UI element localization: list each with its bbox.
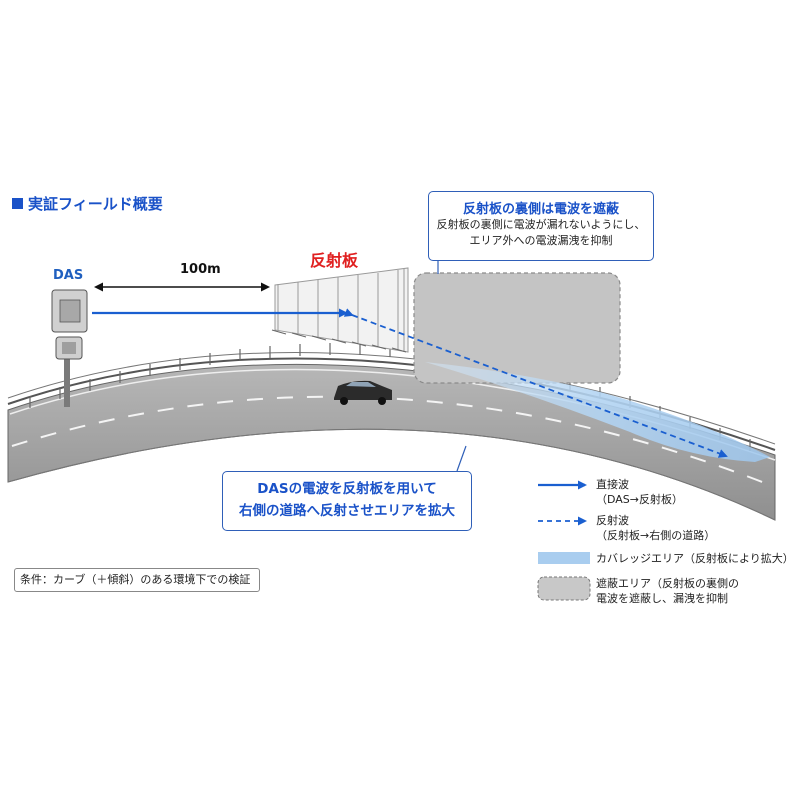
legend-direct-desc: （DAS→反射板） <box>596 493 684 506</box>
legend-coverage-label: カバレッジエリア（反射板により拡大） <box>596 552 794 565</box>
legend-reflected: 反射波 （反射板→右側の道路） <box>596 513 715 543</box>
legend-shield-icon <box>537 576 591 601</box>
section-title: 実証フィールド概要 <box>12 193 163 214</box>
das-label: DAS <box>53 268 84 283</box>
callout-shield: 反射板の裏側は電波を遮蔽 反射板の裏側に電波が漏れないようにし、 エリア外への電… <box>428 191 654 261</box>
callout-main-pointer <box>456 445 467 472</box>
callout-coverage-line1: DASの電波を反射板を用いて <box>257 481 437 497</box>
title-square-icon <box>12 198 23 209</box>
legend-coverage-icon <box>538 552 590 564</box>
legend-shield-label: 遮蔽エリア（反射板の裏側の <box>596 577 739 590</box>
legend-shield-desc: 電波を遮蔽し、漏洩を抑制 <box>596 592 728 605</box>
das-tower <box>51 289 88 407</box>
legend-reflected-desc: （反射板→右側の道路） <box>596 529 716 542</box>
legend-shield: 遮蔽エリア（反射板の裏側の 電波を遮蔽し、漏洩を抑制 <box>596 576 739 606</box>
legend-direct-label: 直接波 <box>596 478 629 491</box>
reflector-label: 反射板 <box>310 251 359 270</box>
legend-reflected-label: 反射波 <box>596 514 629 527</box>
callout-shield-title: 反射板の裏側は電波を遮蔽 <box>462 202 619 217</box>
legend-direct: 直接波 （DAS→反射板） <box>596 477 683 507</box>
callout-shield-line2: エリア外への電波漏洩を抑制 <box>469 234 613 247</box>
legend-coverage: カバレッジエリア（反射板により拡大） <box>596 551 794 566</box>
callout-coverage-line2: 右側の道路へ反射させエリアを拡大 <box>239 503 455 519</box>
car <box>334 380 392 405</box>
reflector-panels <box>271 267 409 353</box>
page-title: 実証フィールド概要 <box>28 195 163 213</box>
callout-coverage: DASの電波を反射板を用いて 右側の道路へ反射させエリアを拡大 <box>222 471 472 531</box>
distance-label: 100m <box>180 262 221 277</box>
callout-shield-line1: 反射板の裏側に電波が漏れないようにし、 <box>436 218 646 231</box>
condition-note: 条件：カーブ（＋傾斜）のある環境下での検証 <box>14 568 260 592</box>
reflected-wave-arrow <box>343 308 728 458</box>
